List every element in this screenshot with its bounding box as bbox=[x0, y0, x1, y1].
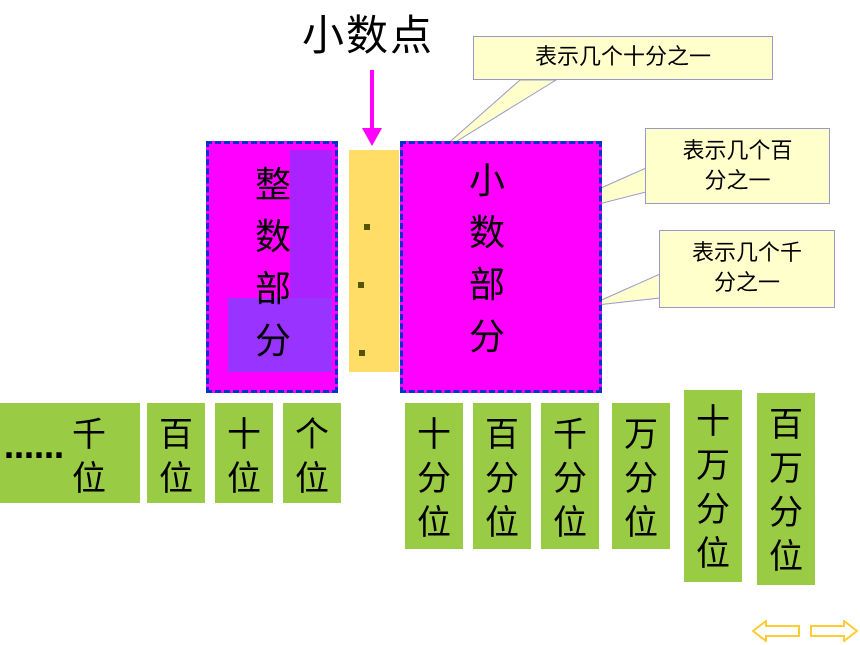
callout-tenths-text: 表示几个十分之一 bbox=[534, 45, 711, 70]
decimal-part-char: 数 bbox=[468, 213, 505, 254]
callout-thousandths-line1: 表示几个千 bbox=[691, 241, 802, 266]
place-char: 千 bbox=[72, 415, 106, 455]
place-char: 位 bbox=[696, 534, 730, 574]
dot-marker bbox=[364, 224, 370, 230]
place-char: 位 bbox=[295, 459, 329, 499]
place-char: 位 bbox=[72, 459, 106, 499]
left-arrow-icon[interactable] bbox=[752, 620, 800, 642]
place-char: 位 bbox=[769, 537, 803, 577]
place-char: 位 bbox=[227, 459, 261, 499]
place-tile-hundreds: 百 位 bbox=[147, 403, 205, 503]
decimal-part-label: 小 数 部 分 bbox=[462, 156, 512, 364]
place-tile-millionths: 百 万 分 位 bbox=[757, 393, 815, 585]
place-char: 位 bbox=[159, 459, 193, 499]
place-char: 位 bbox=[485, 503, 519, 543]
place-char: 位 bbox=[417, 503, 451, 543]
place-char: 万 bbox=[696, 446, 730, 486]
place-tile-ones: 个 位 bbox=[283, 403, 341, 503]
dot-marker bbox=[359, 350, 365, 356]
decimal-part-char: 部 bbox=[468, 265, 505, 306]
ellipsis-text: …… bbox=[4, 431, 64, 466]
place-tile-ten-thousandths: 万 分 位 bbox=[612, 403, 670, 549]
integer-part-char: 整 bbox=[254, 165, 291, 206]
integer-part-overlay bbox=[228, 298, 332, 372]
place-char: 百 bbox=[159, 415, 193, 455]
decimal-part-char: 分 bbox=[468, 317, 505, 358]
place-char: 个 bbox=[295, 415, 329, 455]
place-char: 分 bbox=[696, 490, 730, 530]
callout-tenths: 表示几个十分之一 bbox=[473, 36, 773, 80]
callout-thousandths: 表示几个千 分之一 bbox=[659, 230, 835, 308]
place-tile-tenths: 十 分 位 bbox=[405, 403, 463, 549]
place-char: 分 bbox=[624, 459, 658, 499]
place-char: 千 bbox=[553, 415, 587, 455]
decimal-part-block bbox=[400, 141, 602, 393]
integer-part-char: 部 bbox=[254, 269, 291, 310]
integer-part-char: 数 bbox=[254, 217, 291, 258]
integer-part-label: 整 数 部 分 bbox=[248, 160, 298, 368]
place-char: 万 bbox=[624, 415, 658, 455]
callout-thousandths-line2: 分之一 bbox=[713, 271, 780, 296]
place-char: 位 bbox=[553, 503, 587, 543]
place-char: 分 bbox=[553, 459, 587, 499]
place-tile-thousands: …… 千 位 bbox=[0, 403, 140, 503]
callout-hundredths-line2: 分之一 bbox=[704, 169, 771, 194]
decimal-part-char: 小 bbox=[468, 161, 505, 202]
place-tile-thousandths: 千 分 位 bbox=[541, 403, 599, 549]
callout-tenths-pointer bbox=[435, 79, 558, 155]
place-char: 百 bbox=[769, 405, 803, 445]
right-arrow-icon[interactable] bbox=[810, 620, 858, 642]
place-char: 位 bbox=[624, 503, 658, 543]
place-char: 百 bbox=[485, 415, 519, 455]
place-tile-hundredths: 百 分 位 bbox=[473, 403, 531, 549]
integer-part-char: 分 bbox=[254, 321, 291, 362]
dot-marker bbox=[358, 282, 364, 288]
callout-hundredths-line1: 表示几个百 bbox=[682, 139, 793, 164]
place-char: 十 bbox=[417, 415, 451, 455]
place-char: 分 bbox=[769, 493, 803, 533]
callout-hundredths: 表示几个百 分之一 bbox=[645, 128, 830, 204]
page-title: 小数点 bbox=[301, 11, 434, 60]
place-char: 分 bbox=[417, 459, 451, 499]
place-tile-tens: 十 位 bbox=[215, 403, 273, 503]
place-char: 十 bbox=[696, 402, 730, 442]
place-char: 万 bbox=[769, 449, 803, 489]
place-char: 十 bbox=[227, 415, 261, 455]
place-char: 分 bbox=[485, 459, 519, 499]
place-tile-hundred-thousandths: 十 万 分 位 bbox=[684, 390, 742, 582]
decimal-point-strip bbox=[349, 150, 399, 372]
decimal-point-arrow-head bbox=[362, 128, 382, 146]
